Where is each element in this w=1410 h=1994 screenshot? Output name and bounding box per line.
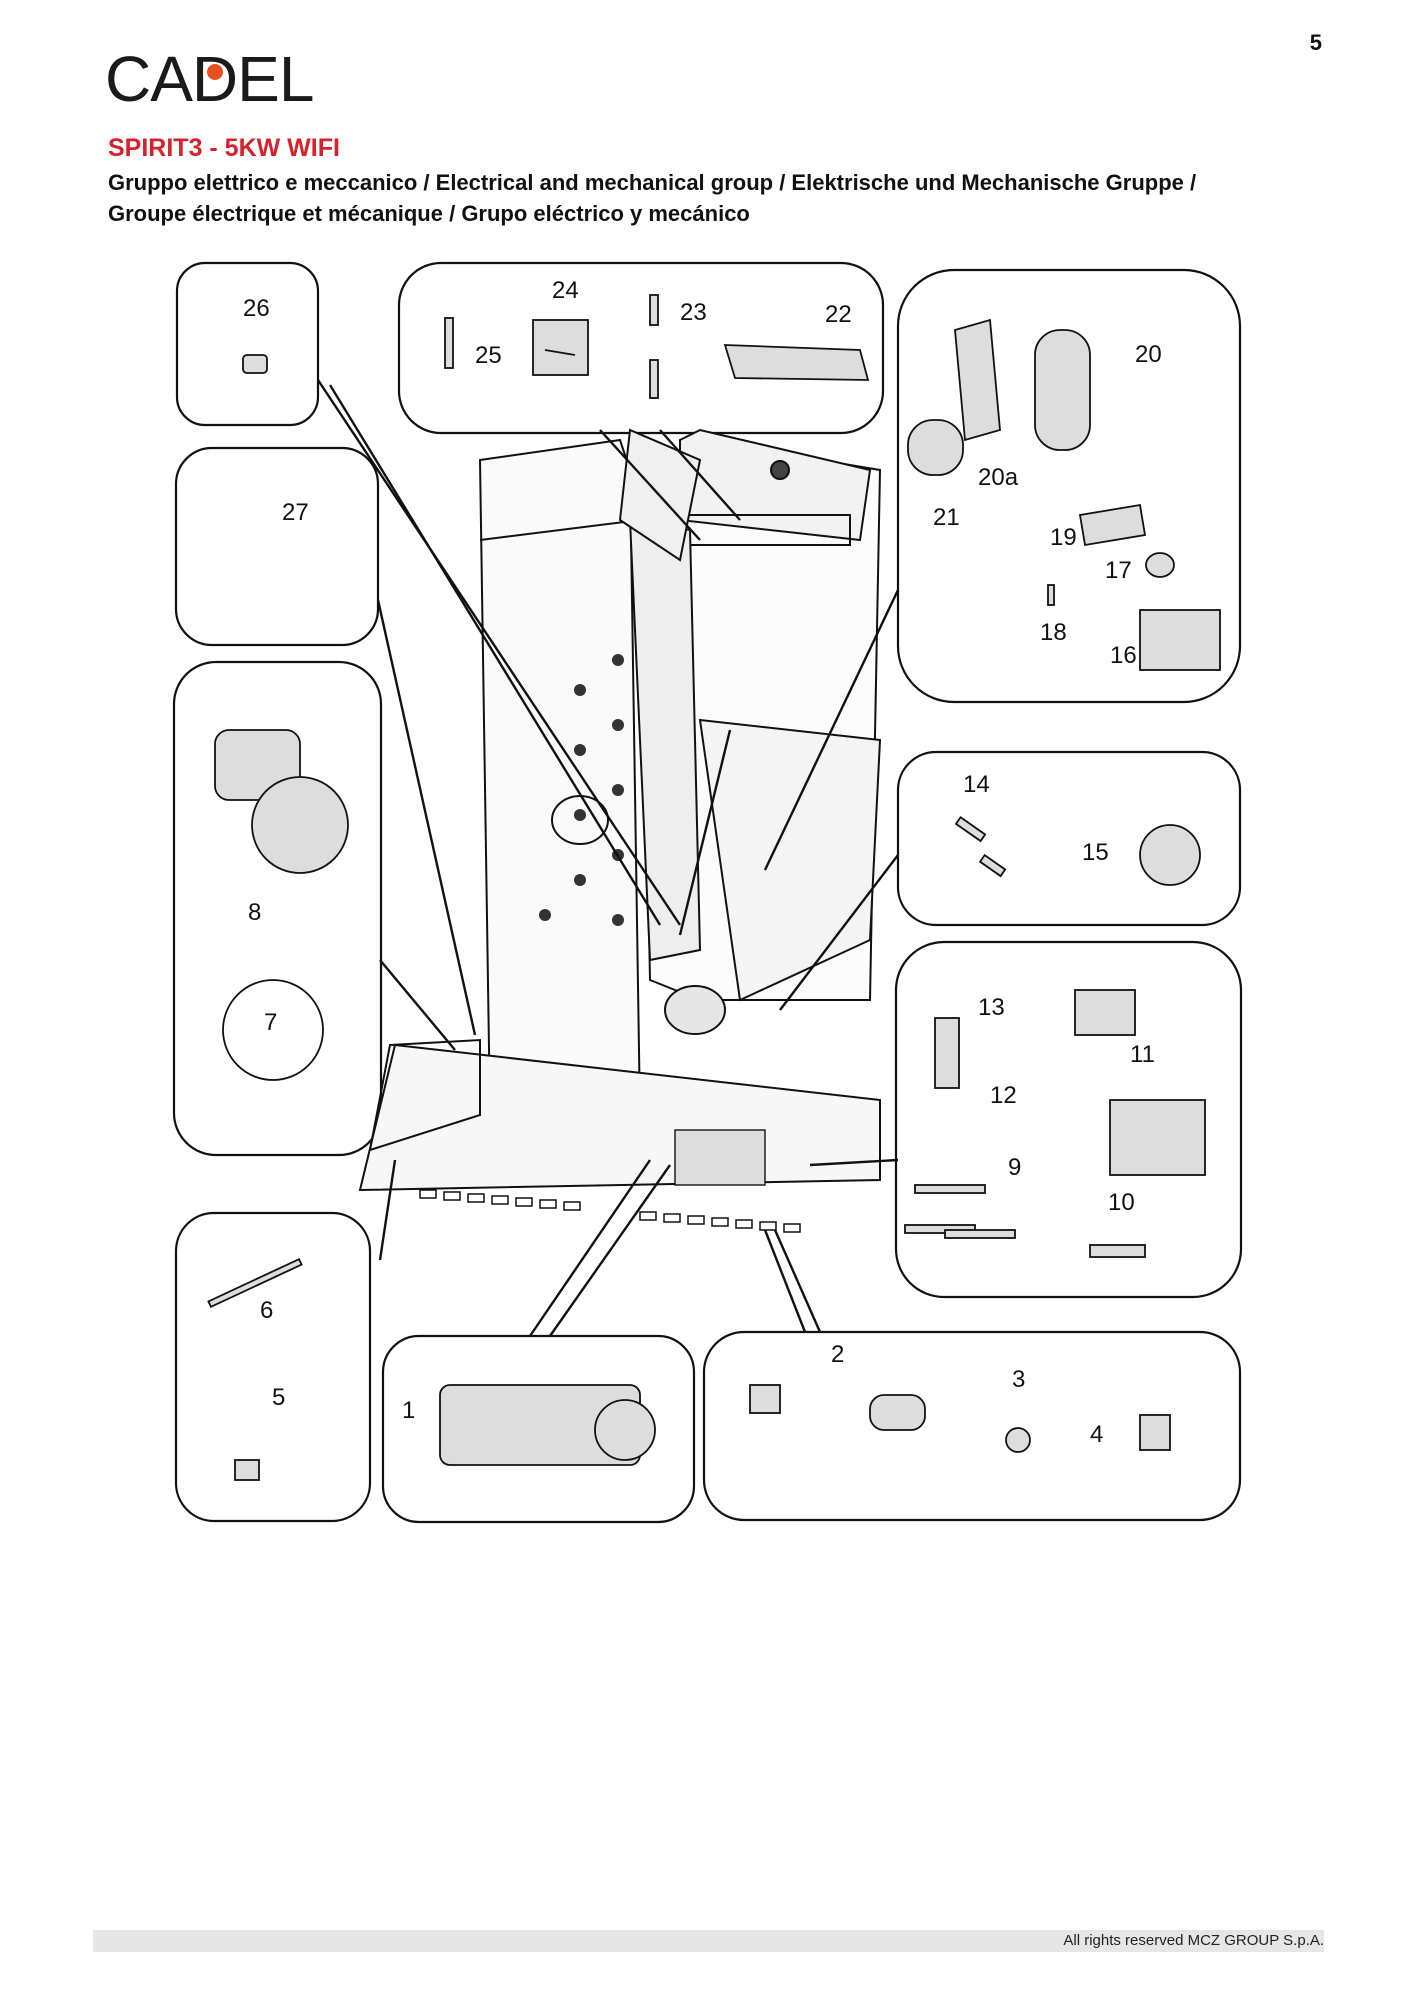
callout-19: 19 xyxy=(1050,524,1077,551)
callout-20a: 20a xyxy=(978,464,1019,491)
panel-5-6 xyxy=(174,1211,372,1523)
leader-lines xyxy=(317,379,900,1337)
stove-body xyxy=(358,428,882,1233)
subtitle-line-1: Gruppo elettrico e meccanico / Electrica… xyxy=(108,170,1197,195)
callout-16: 16 xyxy=(1110,642,1137,669)
callout-3: 3 xyxy=(1012,1366,1025,1393)
callout-13: 13 xyxy=(978,994,1005,1021)
part-25 xyxy=(444,317,454,369)
callout-11: 11 xyxy=(1130,1041,1155,1068)
part-14 xyxy=(954,816,987,843)
part-22 xyxy=(723,344,870,381)
model-title: SPIRIT3 - 5KW WIFI xyxy=(108,134,340,162)
panel-14-15 xyxy=(896,750,1242,927)
part-10 xyxy=(1089,1244,1146,1258)
callout-7: 7 xyxy=(264,1009,277,1036)
callout-23: 23 xyxy=(680,299,707,326)
part-20 xyxy=(1034,329,1091,451)
footer-copyright: All rights reserved MCZ GROUP S.p.A. xyxy=(1063,1932,1324,1949)
part-19 xyxy=(1078,503,1147,547)
callout-12: 12 xyxy=(990,1082,1017,1109)
section-subtitle: Gruppo elettrico e meccanico / Electrica… xyxy=(108,167,1328,229)
panel-27 xyxy=(174,446,380,647)
callout-1: 1 xyxy=(402,1397,415,1424)
subtitle-line-2: Groupe électrique et mécanique / Grupo e… xyxy=(108,201,750,226)
callout-26: 26 xyxy=(243,295,270,322)
panel-22-25 xyxy=(397,261,885,435)
part-20a xyxy=(954,318,1001,442)
callout-14: 14 xyxy=(963,771,990,798)
part-21 xyxy=(907,419,964,476)
logo-suffix: EL xyxy=(237,43,314,115)
part-11 xyxy=(1109,1099,1206,1176)
part-13 xyxy=(1074,989,1136,1036)
part-3 xyxy=(1005,1427,1031,1453)
part-15 xyxy=(1139,824,1201,886)
callout-15: 15 xyxy=(1082,839,1109,866)
callout-17: 17 xyxy=(1105,557,1132,584)
page-number: 5 xyxy=(1309,30,1322,55)
callout-22: 22 xyxy=(825,301,852,328)
callout-5: 5 xyxy=(272,1384,285,1411)
part-sketches xyxy=(207,294,1221,1481)
part-5 xyxy=(234,1459,260,1481)
callout-27: 27 xyxy=(282,499,309,526)
logo-orange-dot xyxy=(206,64,223,80)
logo-prefix: CA xyxy=(105,43,193,115)
part-12 xyxy=(934,1017,960,1089)
part-23 xyxy=(649,294,659,326)
part-18 xyxy=(1047,584,1055,606)
part-2b xyxy=(869,1394,926,1431)
part-9 xyxy=(914,1184,986,1194)
callout-9: 9 xyxy=(1008,1154,1021,1181)
callout-21: 21 xyxy=(933,504,960,531)
logo-dot-letter: D xyxy=(192,42,238,116)
part-16 xyxy=(1139,609,1221,671)
part-7 xyxy=(222,979,324,1081)
panel-9-13 xyxy=(894,940,1243,1299)
part-2a xyxy=(749,1384,781,1414)
part-17 xyxy=(1145,552,1175,578)
panel-16-21 xyxy=(896,268,1242,704)
callout-8: 8 xyxy=(248,899,261,926)
callout-25: 25 xyxy=(475,342,502,369)
panel-7-8 xyxy=(172,660,383,1157)
callout-20: 20 xyxy=(1135,341,1162,368)
callout-10: 10 xyxy=(1108,1189,1135,1216)
part-4 xyxy=(1139,1414,1171,1451)
callout-18: 18 xyxy=(1040,619,1067,646)
panel-2-4 xyxy=(702,1330,1242,1522)
footer-bar xyxy=(93,1930,1324,1952)
callout-2: 2 xyxy=(831,1341,844,1368)
panel-26 xyxy=(175,261,320,427)
part-6 xyxy=(207,1257,303,1309)
callout-24: 24 xyxy=(552,277,579,304)
part-24 xyxy=(532,319,589,376)
part-26 xyxy=(242,354,268,374)
callout-6: 6 xyxy=(260,1297,273,1324)
brand-logo: CADEL xyxy=(105,42,314,116)
panel-1 xyxy=(381,1334,696,1524)
callout-labels: 26 25 24 23 22 20 20a 21 19 17 18 16 27 … xyxy=(243,277,1162,1448)
callout-4: 4 xyxy=(1090,1421,1103,1448)
